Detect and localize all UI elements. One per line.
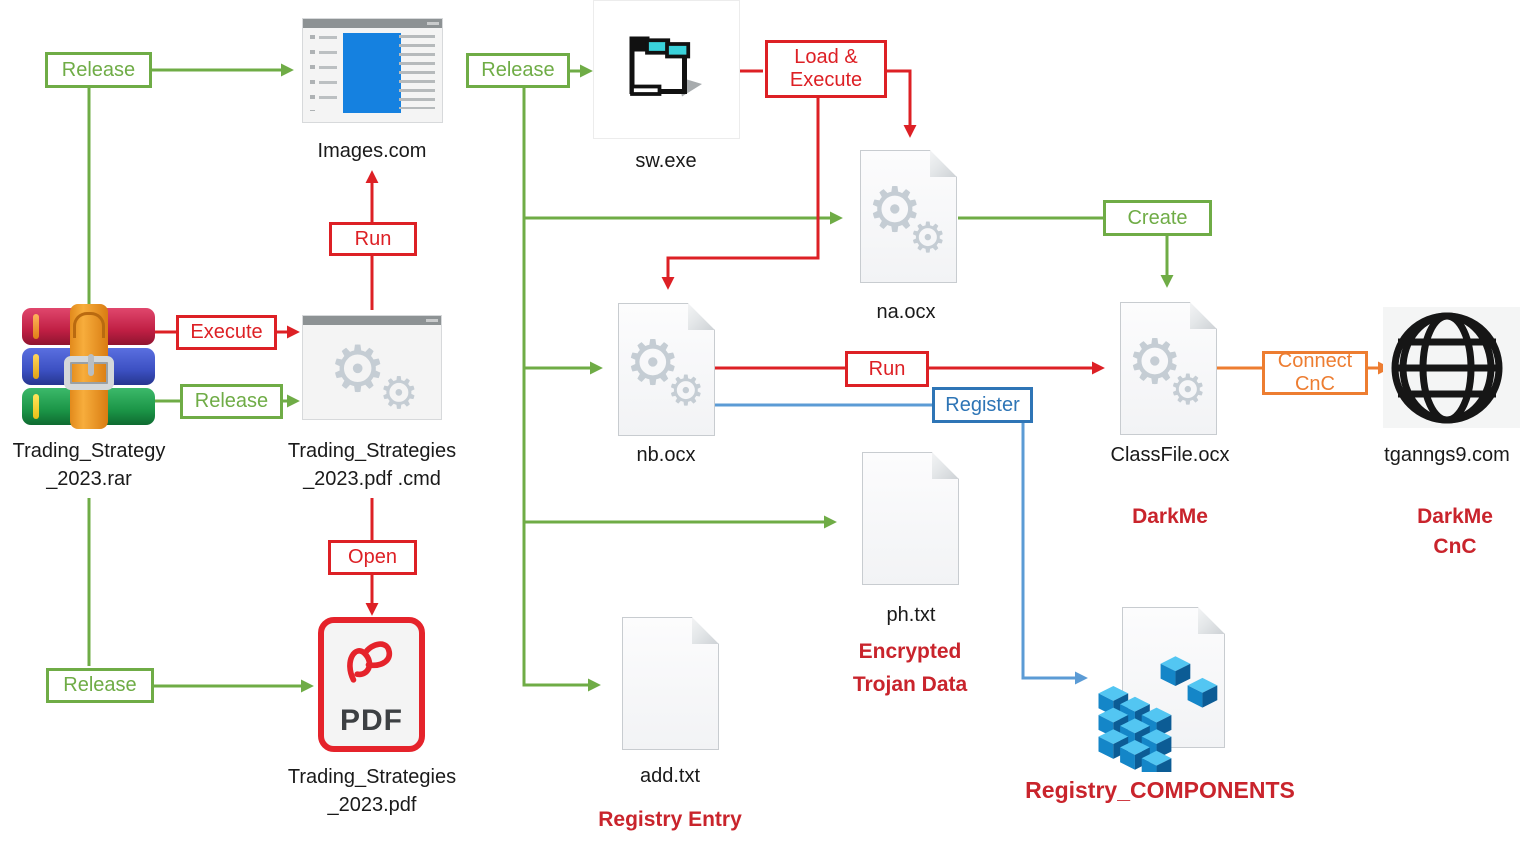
note-encrypted-line1: Encrypted [858,640,962,663]
registry-cube-cluster [1098,656,1218,772]
cmd-file-icon: ⚙ ⚙ [302,315,442,420]
action-box-execute: Execute [176,315,277,350]
note-darkme-cnc-line2: CnC [1433,535,1477,558]
action-label: Release [61,58,136,81]
acrobat-swirl-path [347,641,393,683]
window-titlebar [303,316,441,325]
nb-ocx-file-icon: ⚙ ⚙ [618,303,715,436]
arrow-loadexecute-to-naocx [887,69,917,138]
rar-highlight [33,394,39,419]
arrow-register-to-registry [1021,423,1088,685]
note-registry-entry: Registry Entry [598,808,742,831]
label-rar-line2: _2023.rar [46,468,132,490]
label-pdf-line1: Trading_Strategies [287,766,457,788]
arrow-spine-to-addtxt [522,88,601,692]
action-label: Release [194,390,269,412]
action-label: Execute [190,321,263,343]
classfile-ocx-file-icon: ⚙ ⚙ [1120,302,1217,435]
action-label: Run [354,227,392,250]
action-box-connect-cnc: Connect CnC [1262,350,1368,395]
globe-icon [1391,312,1503,424]
rar-highlight [33,354,39,379]
label-tganngs9: tganngs9.com [1384,444,1510,466]
action-box-run-top: Run [329,222,417,256]
label-nb-ocx: nb.ocx [636,444,696,466]
browser-sidebar-list [310,35,338,111]
pdf-file-icon: PDF [318,617,425,752]
add-txt-file-icon [622,617,719,750]
action-label: Release [63,674,137,696]
action-box-run-mid: Run [845,351,929,387]
images-com-browser-icon [302,18,443,123]
label-pdf-line2: _2023.pdf [327,794,417,816]
action-box-release-top-left: Release [45,52,152,88]
sw-exe-icon [593,0,740,139]
action-box-release-sw: Release [466,53,570,88]
dos-bar-2 [645,38,671,55]
browser-blue-image [343,33,401,113]
action-label-line2: CnC [1294,373,1335,395]
label-images-com: Images.com [317,140,427,162]
action-box-open: Open [328,540,417,575]
gear-icon: ⚙ [867,173,923,246]
action-box-load-execute: Load & Execute [765,40,887,98]
action-label: Create [1127,206,1188,229]
dos-bar-3 [665,42,691,59]
gear-icon: ⚙ [1127,325,1183,398]
action-label: Release [481,59,555,81]
note-darkme: DarkMe [1132,505,1208,528]
rar-highlight [33,314,39,339]
browser-text-lines [399,35,435,109]
label-sw-exe: sw.exe [635,150,697,172]
label-rar-line1: Trading_Strategy [12,440,166,462]
label-cmd-line1: Trading_Strategies [287,440,457,462]
pdf-badge-text: PDF [340,704,403,737]
action-label-line1: Load & [794,46,858,68]
gear-icon: ⚙ [1169,365,1207,414]
rar-belt-arch [73,312,105,338]
gear-icon: ⚙ [667,366,705,415]
label-na-ocx: na.ocx [876,301,936,323]
gear-icon: ⚙ [379,368,419,419]
action-label: Open [348,546,397,568]
registry-cubes-icon [1098,656,1218,772]
label-classfile-ocx: ClassFile.ocx [1110,444,1230,466]
dos-bar-1 [629,36,650,49]
rar-belt [64,304,114,429]
window-buttons [426,319,438,322]
rar-belt-buckle [64,354,114,390]
arrow-loadexecute-to-nbocx [661,98,820,290]
window-buttons [427,22,439,25]
action-box-create: Create [1103,200,1212,236]
acrobat-swirl-icon [347,641,393,683]
action-box-release-bottom-left: Release [46,668,154,703]
dos-step [630,84,662,96]
gear-icon: ⚙ [909,213,947,262]
gear-icon: ⚙ [329,333,387,407]
action-label: Register [945,393,1020,416]
action-label: Run [868,357,906,380]
action-box-release-mid-left: Release [180,384,283,419]
note-darkme-cnc-line1: DarkMe [1417,505,1493,528]
note-registry-components: Registry_COMPONENTS [1025,777,1295,803]
winrar-archive-icon [22,304,155,429]
gear-icon: ⚙ [625,326,681,399]
action-box-register: Register [932,387,1033,423]
na-ocx-file-icon: ⚙ ⚙ [860,150,957,283]
label-cmd-line2: _2023.pdf .cmd [303,468,441,490]
action-label-line2: Execute [789,69,863,91]
action-label-line1: Connect [1277,350,1353,372]
label-ph-txt: ph.txt [886,604,936,626]
ph-txt-file-icon [862,452,959,585]
dos-window-glyph [629,36,702,97]
label-add-txt: add.txt [639,765,701,787]
window-titlebar [303,19,442,28]
rar-buckle-pin [88,354,94,376]
note-encrypted-line2: Trojan Data [852,673,968,696]
